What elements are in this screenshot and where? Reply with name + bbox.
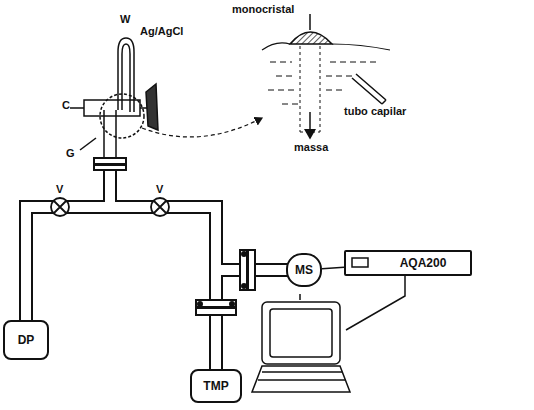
valve-label: V <box>56 184 63 195</box>
turbo-pump: TMP <box>190 369 242 403</box>
counter-label: C <box>62 100 70 111</box>
electrode-label: W <box>120 14 130 25</box>
electrochemical-cell <box>70 38 158 158</box>
zoom-leader <box>142 118 262 137</box>
node-text: AQA200 <box>400 256 447 270</box>
signal-line <box>322 267 344 268</box>
capillary-label: tubo capilar <box>344 106 406 117</box>
data-cable <box>346 276 405 330</box>
gas-label: G <box>66 148 75 159</box>
valves <box>51 198 169 216</box>
valve-label: V <box>156 184 163 195</box>
computer <box>252 294 350 392</box>
vacuum-pipes <box>26 165 288 370</box>
node-text: DP <box>18 333 35 347</box>
reference-label: Ag/AgCl <box>140 26 183 37</box>
inset-detail <box>262 14 390 138</box>
analyzer-icon <box>352 258 368 267</box>
flanges <box>94 158 255 315</box>
mass-spectrometer: MS <box>286 253 322 287</box>
crystal-label: monocristal <box>232 4 294 15</box>
analyzer-box: AQA200 <box>344 250 472 276</box>
node-text: TMP <box>203 379 228 393</box>
diaphragm-pump: DP <box>3 320 49 360</box>
mass-label: massa <box>294 142 328 153</box>
node-text: MS <box>295 263 313 277</box>
